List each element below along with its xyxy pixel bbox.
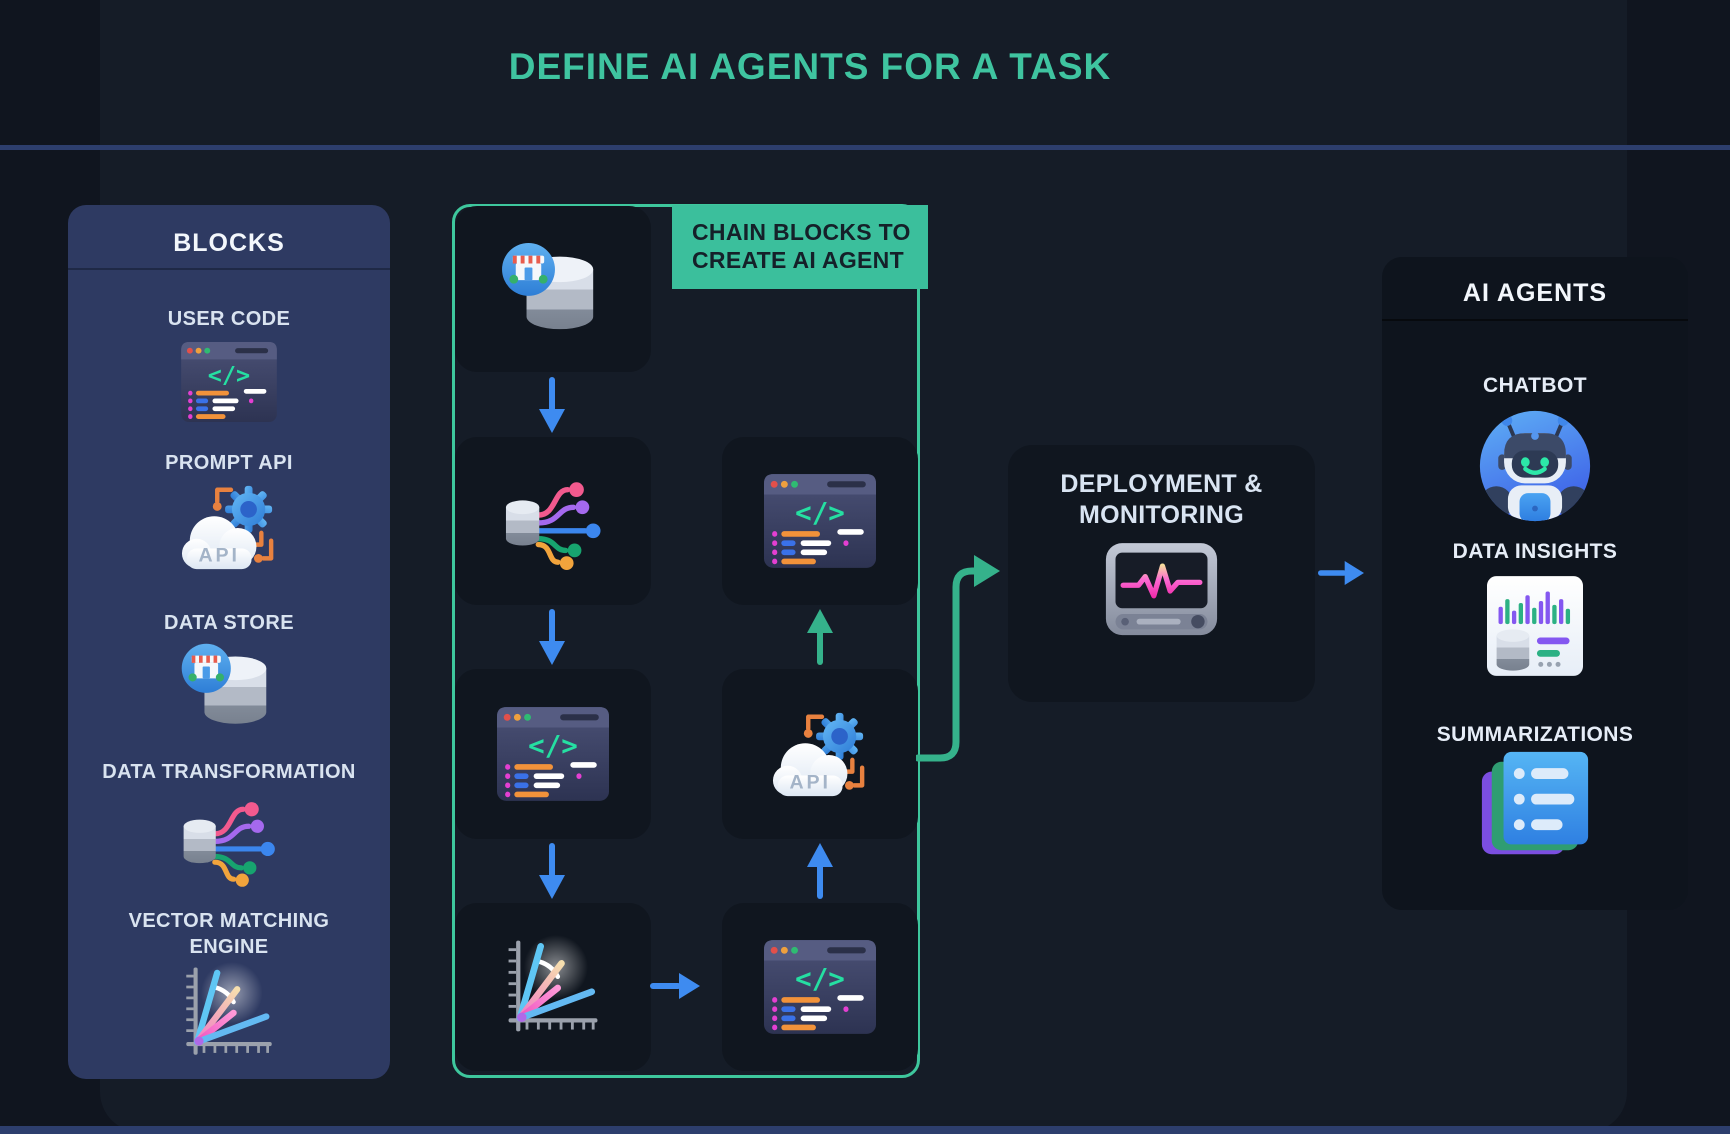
data-transformation-icon [177,792,281,887]
vector-chart-icon [179,962,279,1062]
cloud-api-icon [766,705,874,803]
cloud-api-icon [175,477,283,577]
arrow-up-icon [807,843,833,899]
arrow-right-icon [650,973,700,999]
bottom-accent-bar [0,1126,1730,1134]
page-title: DEFINE AI AGENTS FOR A TASK [508,46,1112,87]
code-editor-icon [497,707,609,801]
deployment-title-line2: MONITORING [1078,501,1245,529]
code-editor-icon [764,474,876,568]
arrow-down-icon [539,377,565,433]
deployment-title-line1: DEPLOYMENT & [1060,470,1263,498]
ai-agents-panel-title: AI AGENTS [1462,279,1608,307]
database-store-icon [179,640,279,732]
arrow-right-icon [1318,560,1364,586]
title-divider-line [0,145,1730,150]
blocks-panel: BLOCKS USER CODE PROMPT API DATA STORE D… [68,205,390,1079]
data-transformation-icon [499,472,607,570]
vector-chart-icon [501,935,605,1039]
agent-label-summarizations: SUMMARIZATIONS [1436,723,1634,746]
block-label-user-code: USER CODE [167,308,291,330]
chain-tile-vector-matching [455,903,651,1071]
stacked-documents-icon [1476,748,1594,866]
blocks-panel-title: BLOCKS [173,229,285,257]
monitor-pulse-icon [1104,541,1219,641]
arrow-down-icon [539,609,565,665]
agent-label-data-insights: DATA INSIGHTS [1452,540,1618,563]
code-editor-icon [764,940,876,1034]
arrow-up-icon [807,609,833,665]
ai-agents-panel: AI AGENTS CHATBOT DATA INSIGHTS SUMMARIZ… [1382,257,1688,910]
insights-card-icon [1487,576,1583,676]
chain-tile-data-store [455,206,651,372]
robot-icon [1477,408,1593,524]
database-store-icon [499,240,607,338]
block-label-vector-matching-engine: VECTOR MATCHING ENGINE [128,910,330,958]
block-label-data-store: DATA STORE [164,612,294,634]
chain-tile-prompt-api [722,669,918,839]
chain-tile-user-code [455,669,651,839]
deployment-monitoring-box: DEPLOYMENT & MONITORING [1008,445,1315,702]
chain-tile-data-transformation [455,437,651,605]
chain-tile-user-code-input [722,903,918,1071]
chain-tile-user-code-output [722,437,918,605]
agent-label-chatbot: CHATBOT [1483,374,1587,397]
block-label-data-transformation: DATA TRANSFORMATION [102,761,356,783]
blocks-panel-divider [68,268,390,270]
block-label-prompt-api: PROMPT API [165,452,293,474]
elbow-connector-arrow-icon [916,551,1002,767]
code-editor-icon [181,342,277,422]
deployment-title: DEPLOYMENT & MONITORING [1008,469,1315,531]
arrow-down-icon [539,843,565,899]
chain-panel-badge: CHAIN BLOCKS TO CREATE AI AGENT [672,205,928,289]
ai-agents-panel-divider [1382,319,1688,321]
